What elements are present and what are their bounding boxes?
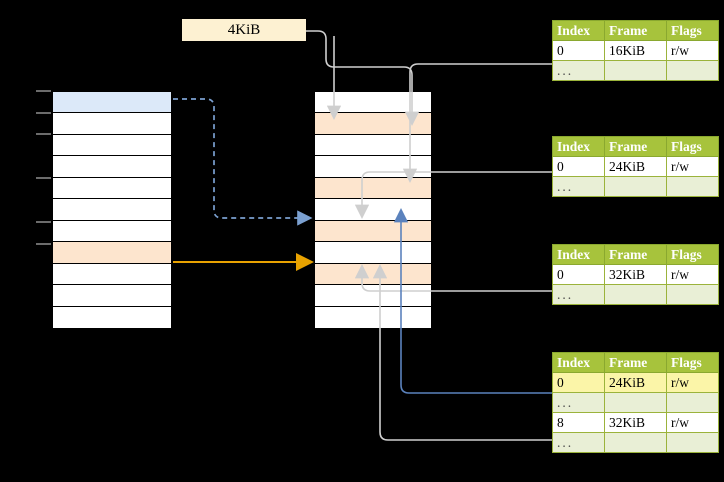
table-cell: ... <box>552 60 605 81</box>
table-cell: 24KiB <box>604 372 667 393</box>
memory-block <box>53 156 171 178</box>
column-header-flags: Flags <box>666 352 719 373</box>
memory-block <box>315 263 431 286</box>
table-cell <box>666 60 719 81</box>
memory-block <box>53 306 171 328</box>
table-cell: r/w <box>666 372 719 393</box>
memory-block <box>315 92 431 114</box>
wire-virtual-blue-to-physical-row7 <box>173 98 313 226</box>
column-header-flags: Flags <box>666 20 719 41</box>
table-cell: r/w <box>666 412 719 433</box>
column-header-flags: Flags <box>666 244 719 265</box>
table-cell: 8 <box>552 412 605 433</box>
table-cell: 0 <box>552 40 605 61</box>
table-cell <box>666 432 719 453</box>
memory-block <box>53 177 171 200</box>
memory-block <box>315 199 431 221</box>
column-header-frame: Frame <box>604 352 667 373</box>
table-cell <box>604 392 667 413</box>
column-header-index: Index <box>552 244 605 265</box>
table-cell: 24KiB <box>604 156 667 177</box>
table-cell <box>666 392 719 413</box>
table-row: ... <box>552 432 719 453</box>
page-size-label: 4KiB <box>182 19 306 41</box>
table-cell: r/w <box>666 40 719 61</box>
table-row: ... <box>552 392 719 413</box>
table-row: ... <box>552 284 719 305</box>
table-cell: 0 <box>552 372 605 393</box>
column-header-index: Index <box>552 352 605 373</box>
memory-block <box>53 285 171 307</box>
table-cell: 0 <box>552 264 605 285</box>
physical-memory-column <box>313 90 433 330</box>
memory-block <box>315 285 431 307</box>
memory-block <box>315 220 431 243</box>
table-row: ... <box>552 176 719 197</box>
memory-block <box>315 177 431 200</box>
memory-block <box>53 92 171 114</box>
table-cell: ... <box>552 176 605 197</box>
table-cell: ... <box>552 284 605 305</box>
memory-block <box>315 306 431 328</box>
table-cell: 32KiB <box>604 264 667 285</box>
memory-block <box>53 220 171 243</box>
table-cell: r/w <box>666 156 719 177</box>
memory-block <box>315 134 431 157</box>
table-cell: ... <box>552 432 605 453</box>
column-header-frame: Frame <box>604 20 667 41</box>
column-header-frame: Frame <box>604 244 667 265</box>
table-cell: 0 <box>552 156 605 177</box>
table-cell <box>604 60 667 81</box>
memory-block <box>53 199 171 221</box>
memory-block <box>53 242 171 264</box>
memory-block <box>53 134 171 157</box>
column-header-frame: Frame <box>604 136 667 157</box>
table-cell <box>604 432 667 453</box>
memory-block <box>315 113 431 135</box>
table-cell <box>666 284 719 305</box>
table-cell: ... <box>552 392 605 413</box>
table-cell: r/w <box>666 264 719 285</box>
memory-block <box>315 242 431 264</box>
table-cell <box>666 176 719 197</box>
column-header-index: Index <box>552 136 605 157</box>
table-cell: 32KiB <box>604 412 667 433</box>
table-row: ... <box>552 60 719 81</box>
virtual-address-space-column <box>51 90 173 330</box>
column-header-index: Index <box>552 20 605 41</box>
memory-block <box>315 156 431 178</box>
table-cell <box>604 176 667 197</box>
memory-block <box>53 113 171 135</box>
virtual-column-tickmarks <box>36 90 51 245</box>
table-cell: 16KiB <box>604 40 667 61</box>
column-header-flags: Flags <box>666 136 719 157</box>
memory-block <box>53 263 171 286</box>
table-cell <box>604 284 667 305</box>
